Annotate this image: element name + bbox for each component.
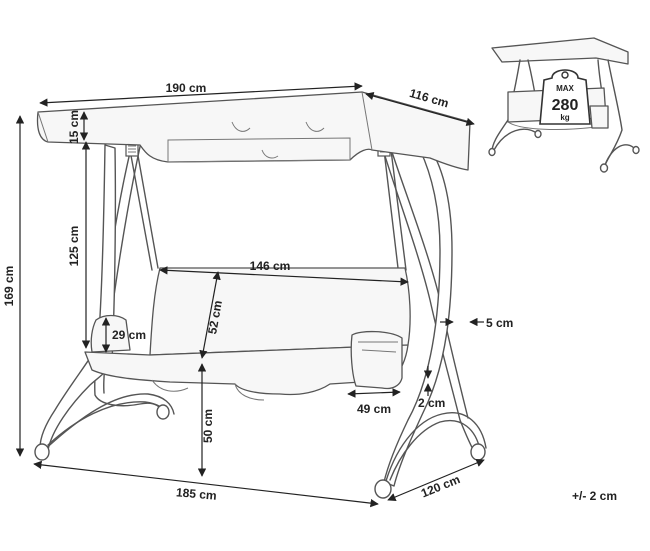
left-armrest <box>90 314 131 353</box>
dim-seat-width: 146 cm <box>250 259 291 273</box>
dim-tube-diameter: 5 cm <box>486 316 513 330</box>
load-thumbnail: MAX 280 kg <box>488 37 640 173</box>
dim-seat-height: 50 cm <box>201 409 215 443</box>
dim-seat-depth: 29 cm <box>112 328 146 342</box>
right-armrest <box>350 330 403 390</box>
load-badge-unit: kg <box>560 113 569 122</box>
tolerance-note: +/- 2 cm <box>572 489 617 503</box>
weight-icon <box>539 69 591 125</box>
dim-canopy-height: 15 cm <box>67 110 81 144</box>
dim-width-top: 190 cm <box>166 81 207 95</box>
canopy <box>36 91 471 171</box>
dim-base-depth: 120 cm <box>419 472 462 500</box>
dim-base-width: 185 cm <box>175 485 217 502</box>
dim-backrest-height: 52 cm <box>205 299 225 335</box>
dim-frame-height: 125 cm <box>67 226 81 267</box>
load-badge-prefix: MAX <box>556 84 574 93</box>
left-foot <box>34 443 50 461</box>
dimension-lines <box>15 82 485 508</box>
front-left-leg <box>39 144 117 451</box>
dim-armrest-gap: 2 cm <box>418 396 445 410</box>
right-foot <box>374 479 392 499</box>
swing-illustration <box>34 91 487 499</box>
load-badge-value: 280 <box>552 97 579 114</box>
dim-armrest-width: 49 cm <box>357 402 391 416</box>
dim-total-height: 169 cm <box>2 266 16 307</box>
